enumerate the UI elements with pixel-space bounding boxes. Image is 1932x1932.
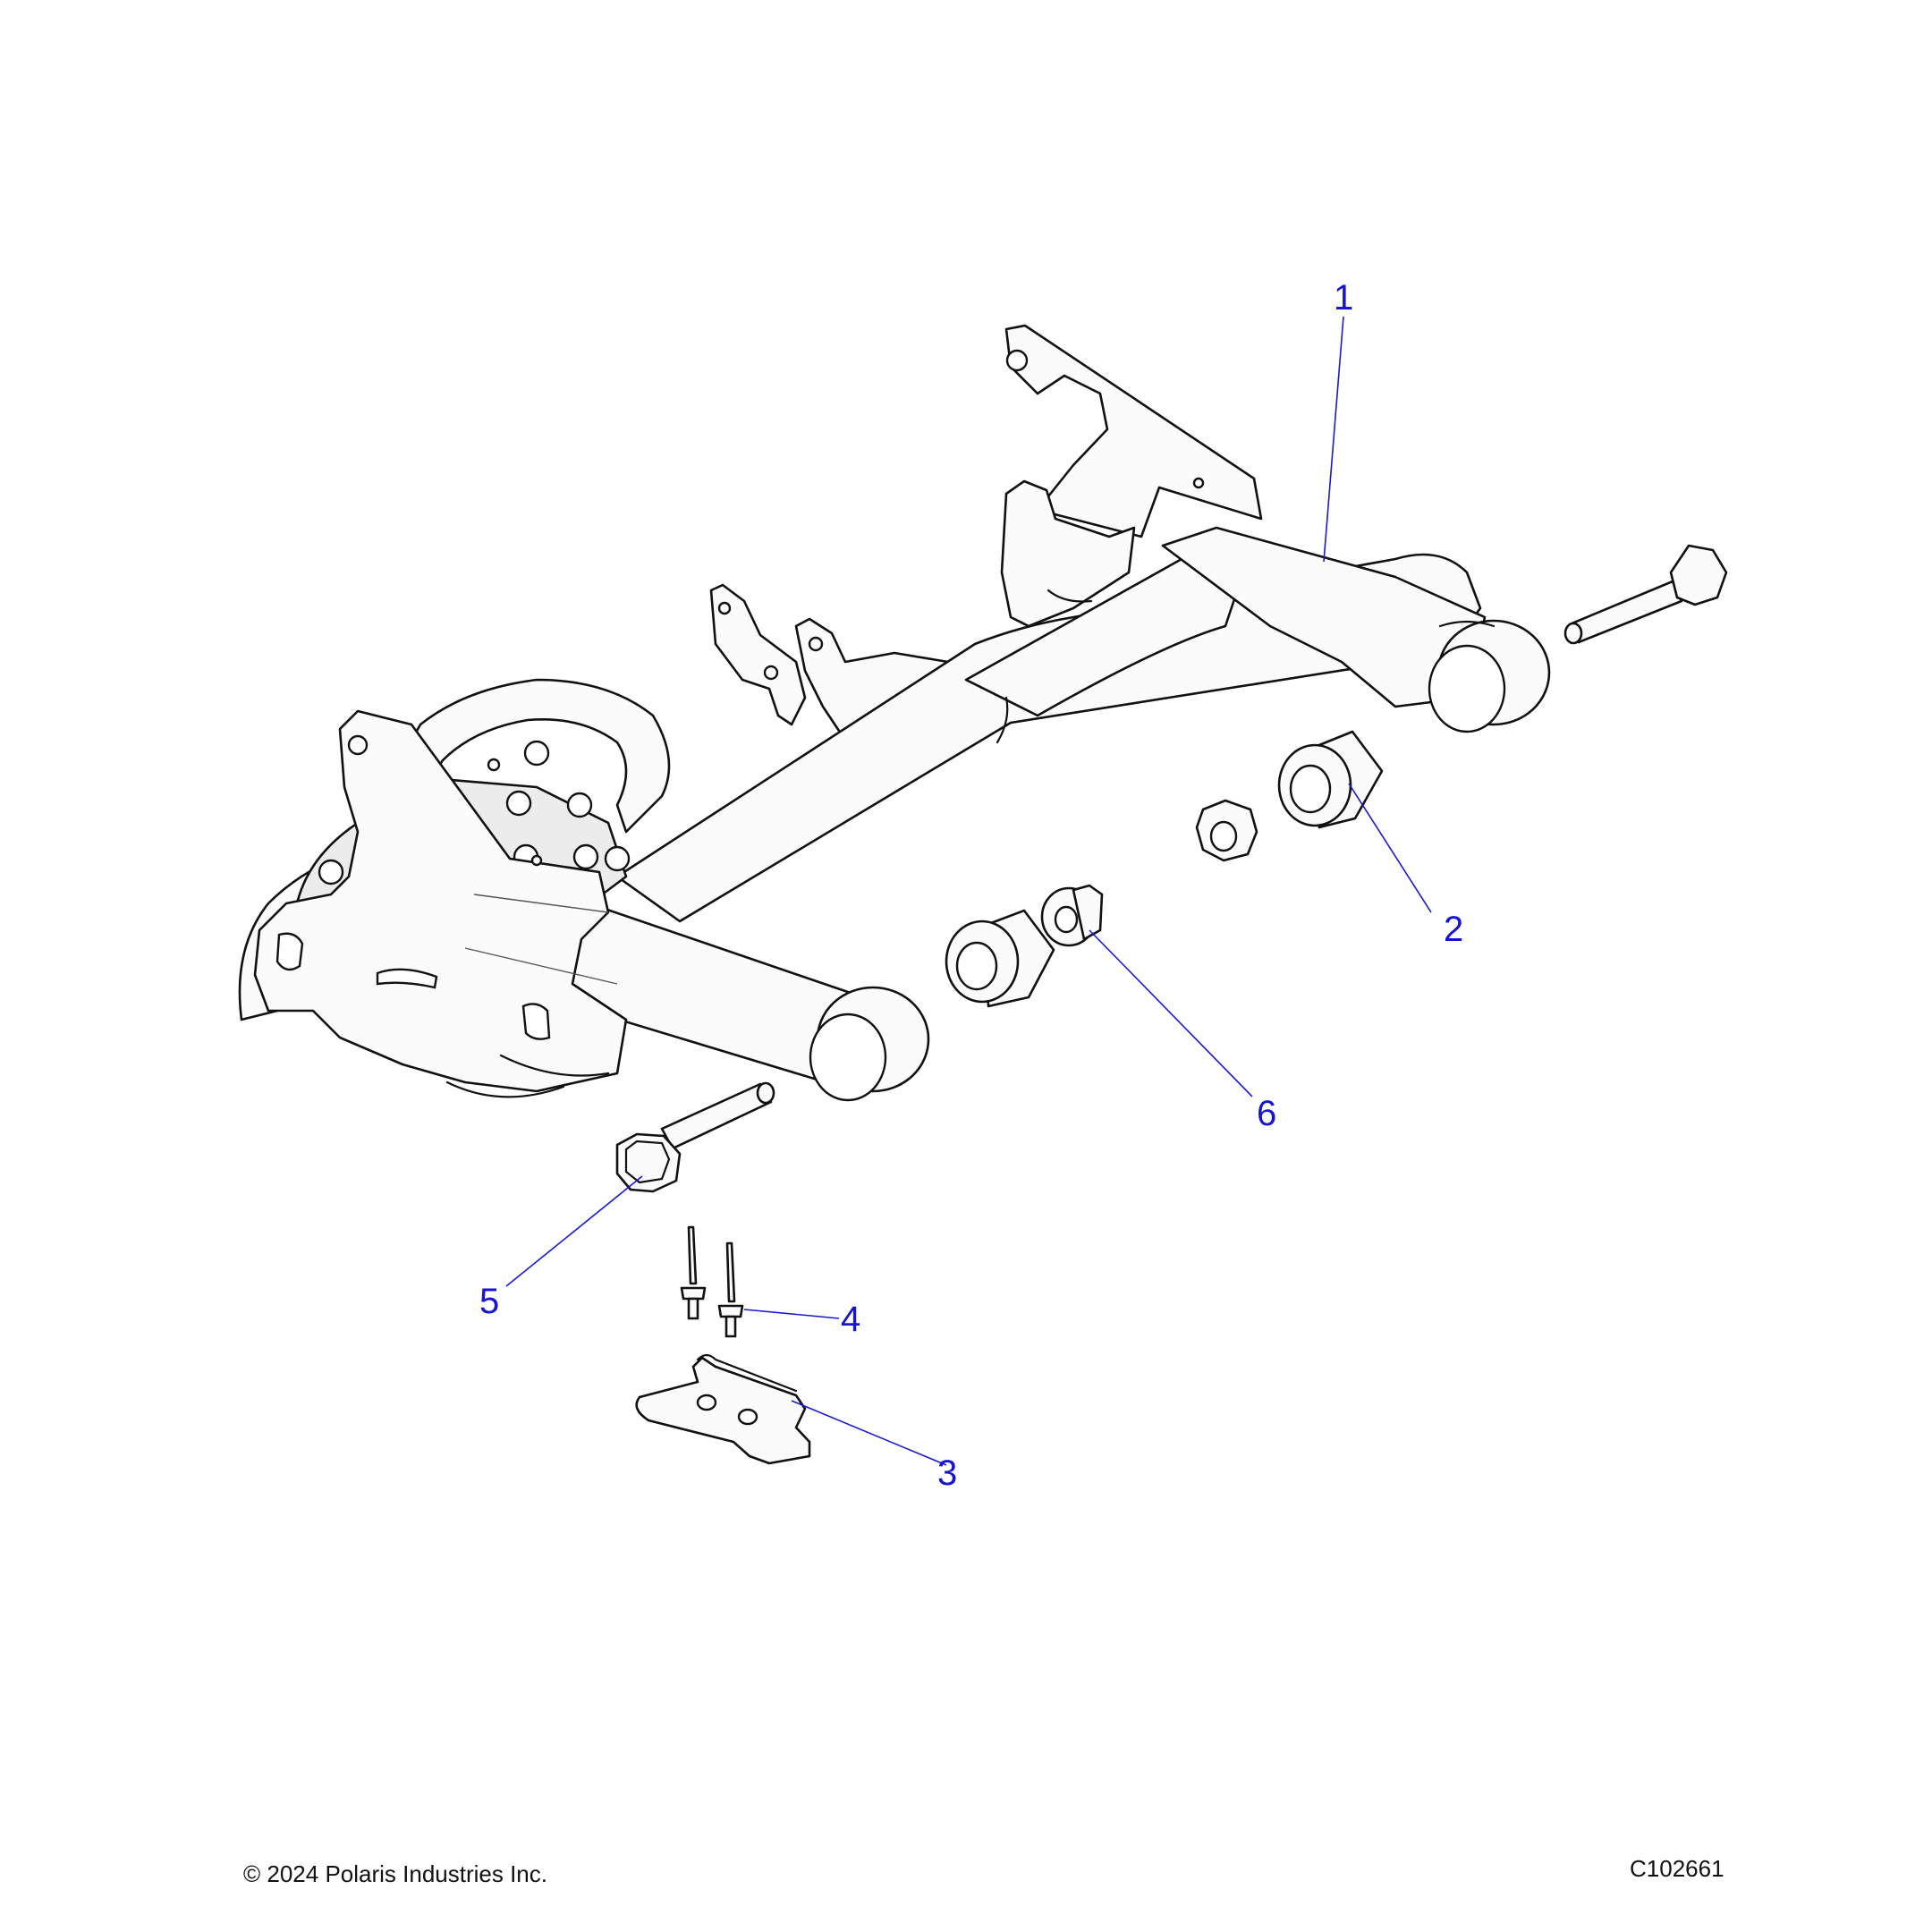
bushing-upper-pair bbox=[1195, 730, 1384, 862]
drawing-number: C102661 bbox=[1630, 1855, 1724, 1882]
bushing-lower-pair bbox=[945, 909, 1055, 1008]
leader-5 bbox=[505, 1175, 643, 1287]
bolt-upper bbox=[1563, 544, 1728, 645]
leader-6 bbox=[1089, 929, 1253, 1097]
callout-4: 4 bbox=[841, 1300, 860, 1339]
callout-6: 6 bbox=[1257, 1094, 1276, 1133]
leader-2 bbox=[1348, 783, 1432, 913]
leader-1 bbox=[1323, 316, 1344, 563]
callout-2: 2 bbox=[1444, 910, 1463, 949]
leader-3 bbox=[791, 1400, 947, 1466]
clip-plate bbox=[635, 1353, 811, 1465]
callout-3: 3 bbox=[937, 1453, 957, 1493]
leader-4 bbox=[743, 1309, 840, 1319]
callout-labels: 1 2 3 4 5 6 bbox=[479, 278, 1463, 1493]
callout-5: 5 bbox=[479, 1282, 499, 1321]
callout-1: 1 bbox=[1334, 278, 1353, 318]
leader-lines bbox=[505, 316, 1432, 1466]
flange-nut bbox=[1040, 884, 1104, 947]
rivets bbox=[680, 1225, 744, 1338]
copyright-notice: © 2024 Polaris Industries Inc. bbox=[243, 1860, 547, 1887]
swing-arm-assembly bbox=[238, 324, 1551, 1102]
bolt-lower bbox=[615, 1081, 775, 1193]
